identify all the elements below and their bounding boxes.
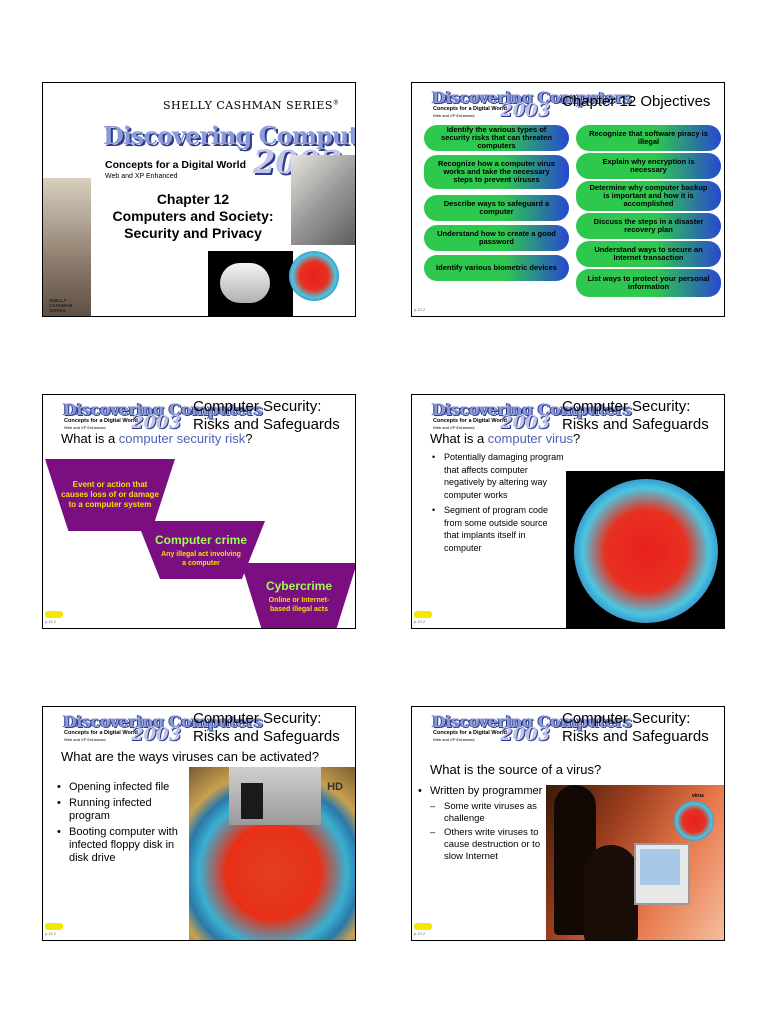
page-tag [414, 611, 432, 618]
disk-window [241, 783, 263, 819]
virus-image-panel [566, 471, 724, 628]
objective-item: Recognize how a computer virus works and… [424, 155, 569, 189]
objective-item: Explain why encryption is necessary [576, 153, 721, 179]
book-logo: Discovering Computers Concepts for a Dig… [63, 712, 263, 745]
virus-image [574, 479, 718, 623]
slide-virus-activation: Discovering Computers Concepts for a Dig… [42, 706, 356, 941]
page-tag [414, 923, 432, 930]
page-tag [45, 923, 63, 930]
device-photo [208, 251, 293, 316]
book-title: Discovering Computers [103, 121, 356, 150]
slide-header: Computer Security: Risks and Safeguards [562, 710, 709, 745]
bullet-item: Running infected program [57, 797, 185, 823]
slide-header: Computer Security: Risks and Safeguards [562, 398, 709, 433]
programmer-image: virus [546, 785, 724, 940]
bullet-item: Potentially damaging program that affect… [432, 451, 564, 501]
series-name: SHELLY CASHMAN SERIES® [163, 99, 340, 112]
slide-objectives: Discovering Computers Concepts for a Dig… [411, 82, 725, 317]
objective-item: Recognize that software piracy is illega… [576, 125, 721, 151]
slide-security-risk: Discovering Computers Concepts for a Dig… [42, 394, 356, 629]
slide-computer-virus: Discovering Computers Concepts for a Dig… [411, 394, 725, 629]
bullet-list: Potentially damaging program that affect… [432, 451, 564, 554]
page-reference: p.12.2 [414, 931, 426, 936]
chapter-title: Chapter 12 Computers and Society: Securi… [112, 191, 274, 241]
child-silhouette [584, 845, 638, 940]
page-reference: p.12.2 [45, 619, 57, 624]
objective-item: Understand ways to secure an Internet tr… [576, 241, 721, 267]
sub-bullet-item: Others write viruses to cause destructio… [430, 827, 546, 863]
slide-question: What is the source of a virus? [430, 762, 602, 777]
slide-question: What are the ways viruses can be activat… [61, 749, 319, 764]
cover-image: SHELLY CASHMAN SERIES [43, 178, 91, 316]
objective-item: Determine why computer backup is importa… [576, 181, 721, 211]
book-logo: Discovering Computers Concepts for a Dig… [432, 88, 632, 121]
page-reference: p.12.2 [414, 307, 426, 312]
book-subtitle: Concepts for a Digital World [105, 159, 246, 171]
virus-image [289, 251, 339, 301]
book-logo: Discovering Computers Concepts for a Dig… [432, 400, 632, 433]
slide-question: What is a computer security risk? [61, 431, 253, 446]
fingerprint-scanner-photo [291, 155, 355, 245]
slide-title: SHELLY CASHMAN SERIES® Discovering Compu… [42, 82, 356, 317]
sub-bullet-item: Some write viruses as challenge [430, 801, 546, 825]
page-reference: p.12.2 [414, 619, 426, 624]
slide-virus-source: Discovering Computers Concepts for a Dig… [411, 706, 725, 941]
objective-item: Identify the various types of security r… [424, 125, 569, 151]
objective-item: Identify various biometric devices [424, 255, 569, 281]
book-edition: Web and XP Enhanced [105, 173, 178, 180]
page-tag [45, 611, 63, 618]
slide-question: What is a computer virus? [430, 431, 581, 446]
cybercrime-box: Cybercrime Online or Internet-based ille… [241, 563, 355, 628]
computer-monitor [634, 843, 690, 905]
virus-image [674, 801, 714, 841]
bullet-item: Segment of program code from some outsid… [432, 504, 564, 554]
objective-item: Understand how to create a good password [424, 225, 569, 251]
slide-header: Computer Security: Risks and Safeguards [193, 398, 340, 433]
sub-bullet-list: Some write viruses as challenge Others w… [430, 801, 546, 863]
objective-item: Describe ways to safeguard a computer [424, 195, 569, 221]
virus-label: virus [692, 793, 704, 799]
disk-label: HD [327, 781, 343, 793]
definition-box: Event or action that causes loss of or d… [45, 459, 175, 531]
book-logo: Discovering Computers Concepts for a Dig… [63, 400, 263, 433]
slide-header: Computer Security: Risks and Safeguards [193, 710, 340, 745]
objective-item: Discuss the steps in a disaster recovery… [576, 213, 721, 239]
series-mark: SHELLY CASHMAN SERIES [49, 298, 72, 313]
bullet-list: Opening infected file Running infected p… [57, 781, 185, 865]
slide-title: Chapter 12 Objectives [562, 93, 711, 110]
bullet-list: Written by programmer Some write viruses… [418, 785, 546, 863]
objective-item: List ways to protect your personal infor… [576, 269, 721, 297]
bullet-item: Booting computer with infected floppy di… [57, 826, 185, 865]
bullet-item: Written by programmer Some write viruses… [418, 785, 546, 863]
page-reference: p.12.2 [45, 931, 57, 936]
book-logo: Discovering Computers Concepts for a Dig… [432, 712, 632, 745]
floppy-disk-image: HD [189, 767, 355, 940]
bullet-item: Opening infected file [57, 781, 185, 794]
